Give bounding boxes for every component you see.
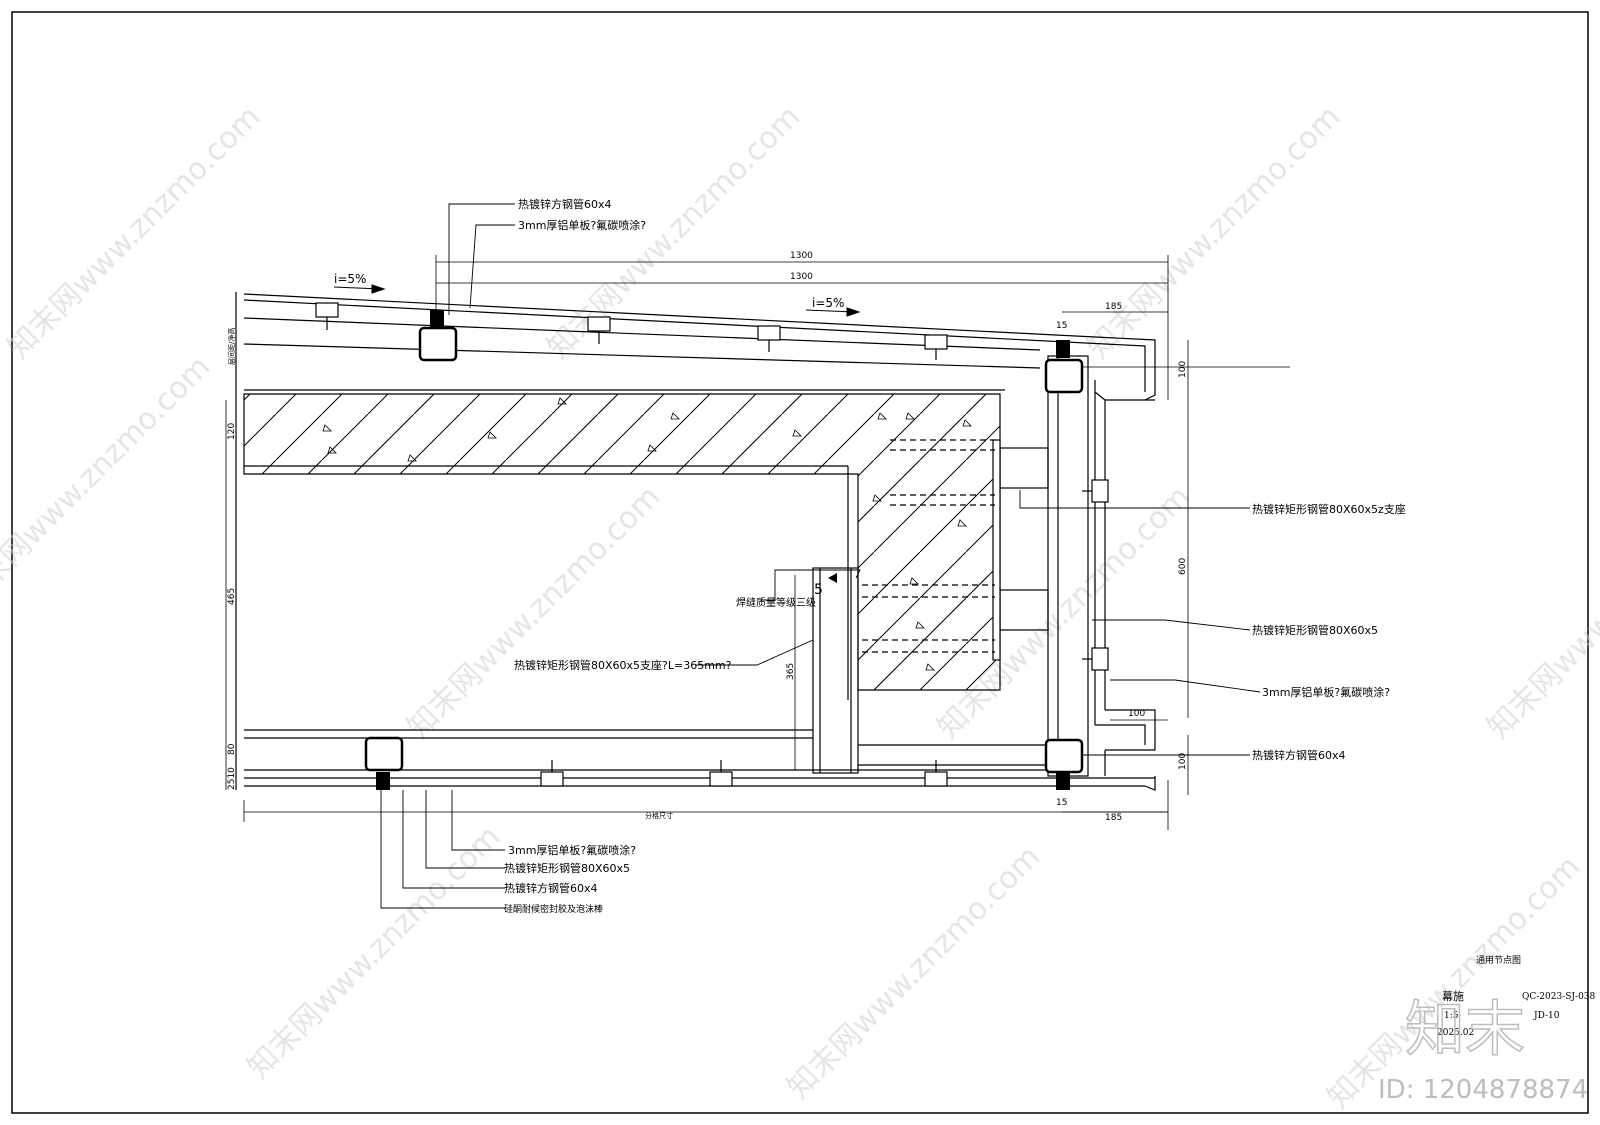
dimension-label: 分格尺寸 [645, 811, 673, 820]
callout-top-tube: 热镀锌方钢管60x4 [518, 197, 612, 211]
weld-size-label: 5 [814, 582, 823, 598]
dimension-label: 465 [227, 588, 237, 605]
dimension-label: 层间距/净高 [227, 328, 236, 365]
dimension-label: 365 [786, 663, 796, 680]
dimension-label: 100 [1178, 753, 1188, 770]
dimension-label: 185 [1105, 813, 1122, 823]
dimension-label: 120 [227, 423, 237, 440]
drawing-scale: 1:5 [1444, 1011, 1459, 1021]
callout-weld-note: 焊缝质量等级三级 [736, 596, 816, 609]
callout-right-panel: 3mm厚铝单板?氟碳喷涂? [1262, 685, 1390, 699]
callout-bottom-sealant: 硅酮耐候密封胶及泡沫棒 [504, 903, 603, 915]
watermark-text: 知末网www.znzmo.com [0, 349, 217, 615]
watermark-logo: 知末 [1405, 995, 1525, 1065]
dimension-label: 185 [1105, 302, 1122, 312]
callout-right-square-tube: 热镀锌方钢管60x4 [1252, 748, 1346, 762]
callout-top-panel: 3mm厚铝单板?氟碳喷涂? [518, 218, 646, 232]
dimension-label: 100 [1128, 709, 1145, 719]
callout-right-tube: 热镀锌矩形钢管80X60x5 [1252, 623, 1378, 637]
drawing-name: 通用节点图 [1476, 955, 1521, 966]
dimension-label: 1300 [790, 272, 813, 282]
square-tube [1044, 738, 1084, 774]
callout-bottom-panel: 3mm厚铝单板?氟碳喷涂? [508, 843, 636, 857]
slope-label: i=5% [812, 296, 844, 310]
watermark-text: 知末网www.znzmo.com [1, 99, 267, 365]
watermark-text: 知末网www.znzmo.com [781, 839, 1047, 1105]
square-tube [418, 326, 458, 362]
drawing-date: 2025.02 [1437, 1028, 1474, 1038]
slope-label: i=5% [334, 272, 366, 286]
sheet-border [11, 11, 1589, 1114]
callout-right-support: 热镀锌矩形钢管80X60x5z支座 [1252, 502, 1406, 516]
dimension-label: 15 [1056, 798, 1067, 808]
watermark-text: 知末网www.znzmo.com [1481, 479, 1600, 745]
dimension-label: 600 [1178, 558, 1188, 575]
dimension-label: 100 [1178, 361, 1188, 378]
square-tube [364, 736, 404, 772]
dimension-label: 80 [227, 743, 237, 755]
callout-bottom-square-tube: 热镀锌方钢管60x4 [504, 881, 598, 895]
drawing-number: QC-2023-SJ-038 [1522, 992, 1596, 1002]
callout-bottom-rect-tube: 热镀锌矩形钢管80X60x5 [504, 861, 630, 875]
square-tube [1044, 358, 1084, 394]
watermark-id: ID: 1204878874 [1378, 1075, 1588, 1105]
dimension-label: 2510 [227, 767, 237, 790]
project-name: 幕施 [1442, 989, 1464, 1003]
watermark-text: 知末网www.znzmo.com [1081, 99, 1347, 365]
sheet-number: JD-10 [1533, 1011, 1560, 1021]
watermark-text: 知末网www.znzmo.com [241, 819, 507, 1085]
callout-mid-support: 热镀锌矩形钢管80X60x5支座?L=365mm? [514, 658, 732, 672]
dimension-label: 15 [1056, 321, 1067, 331]
dimension-label: 1300 [790, 251, 813, 261]
watermark-text: 知末网www.znzmo.com [401, 479, 667, 745]
